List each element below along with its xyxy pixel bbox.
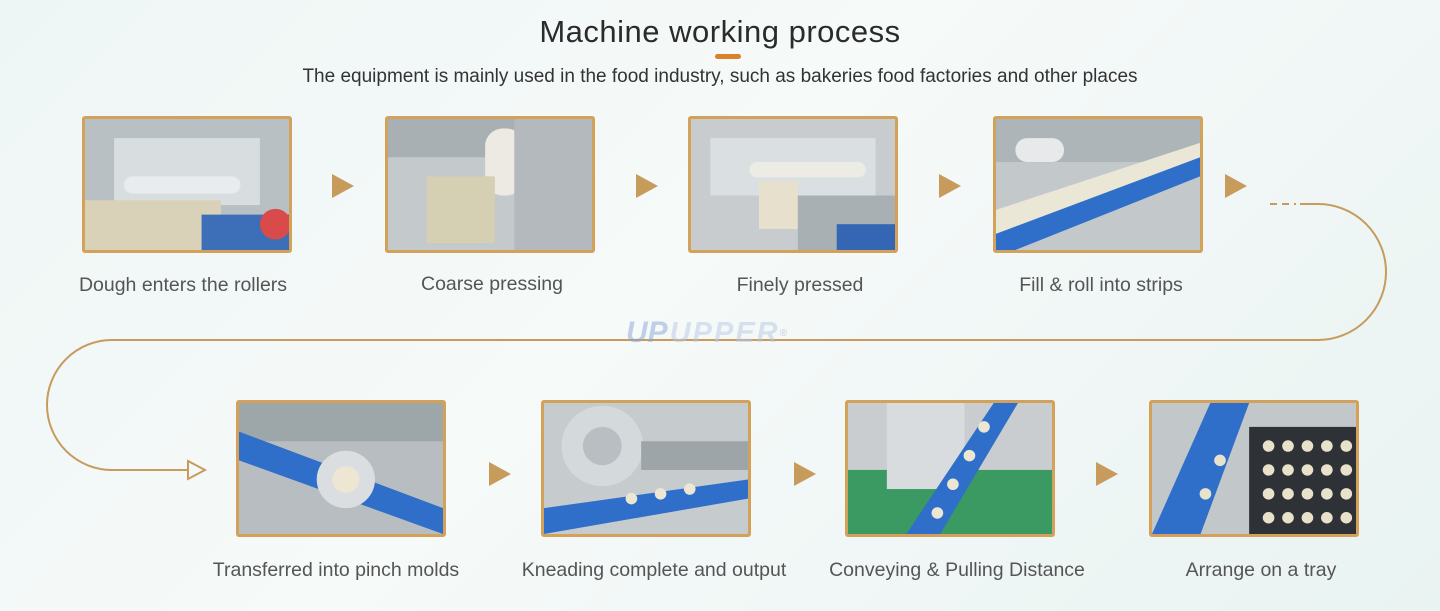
step-label-8: Arrange on a tray xyxy=(1185,559,1337,581)
upper-logo: UP UPPER ® xyxy=(626,316,787,350)
step-label-5: Transferred into pinch molds xyxy=(212,559,460,581)
step-label-7: Conveying & Pulling Distance xyxy=(829,559,1085,581)
coarse-photo xyxy=(385,116,595,253)
step-label-1: Dough enters the rollers xyxy=(78,274,288,296)
fine-photo xyxy=(688,116,898,253)
page-title: Machine working process xyxy=(539,14,901,49)
strips-photo xyxy=(993,116,1203,253)
arrow-3 xyxy=(939,174,961,198)
kneading-photo xyxy=(541,400,751,537)
logo-registered: ® xyxy=(779,327,787,339)
conveying-photo xyxy=(845,400,1055,537)
logo-mark: UP xyxy=(626,316,668,349)
arrow-7 xyxy=(1096,462,1118,486)
arrow-4 xyxy=(1225,174,1247,198)
arrow-2 xyxy=(636,174,658,198)
molds-photo xyxy=(236,400,446,537)
step-label-2: Coarse pressing xyxy=(421,273,563,295)
page-subtitle: The equipment is mainly used in the food… xyxy=(302,66,1138,87)
tray-photo xyxy=(1149,400,1359,537)
rollers-photo xyxy=(82,116,292,253)
arrow-5 xyxy=(489,462,511,486)
step-label-4: Fill & roll into strips xyxy=(1019,274,1183,296)
arrow-1 xyxy=(332,174,354,198)
arrow-6 xyxy=(794,462,816,486)
title-underline xyxy=(715,54,741,59)
step-label-6: Kneading complete and output xyxy=(521,559,787,581)
logo-text: UPPER xyxy=(669,316,780,349)
step-label-3: Finely pressed xyxy=(736,274,864,296)
